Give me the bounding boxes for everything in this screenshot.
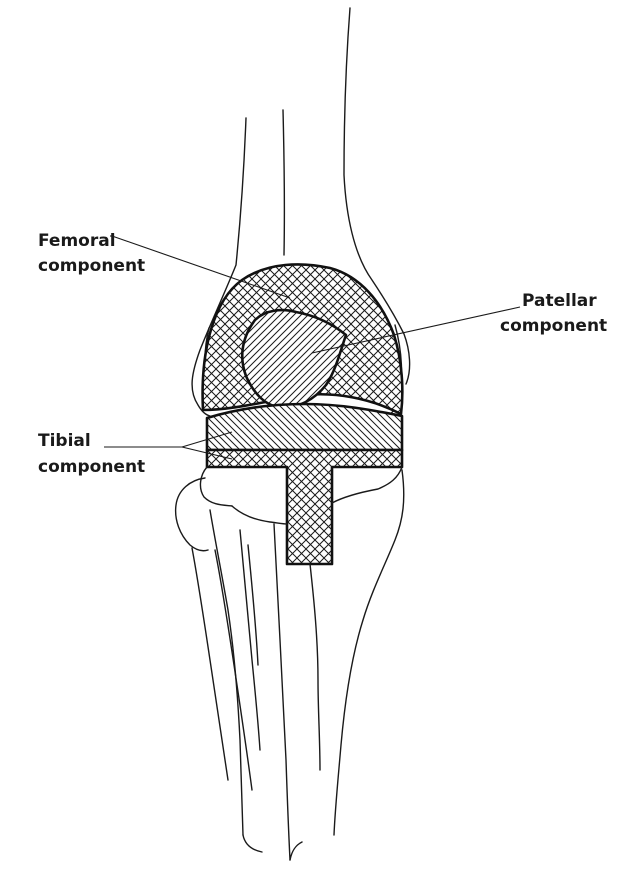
tibial-baseplate [207,450,402,564]
tibial-insert [207,404,402,450]
femur-inner-left-edge [283,110,284,255]
patellar-label: Patellar component [500,291,607,336]
fibula-inner-line-3 [248,545,258,665]
tibial-tuberosity-line [232,506,287,524]
patellar-label-line1: Patellar [522,291,597,311]
fibula-head [176,478,208,551]
femoral-label: Femoral component [38,231,145,276]
tibia-left-shaft [210,510,243,835]
tibial-label: Tibial component [38,431,145,477]
tibial-label-line2: component [38,457,145,477]
fibula [176,478,290,860]
tibial-label-line1: Tibial [38,431,91,451]
tibia-front-line [274,524,290,860]
tibia-right-shaft [334,470,404,835]
femoral-label-line1: Femoral [38,231,116,251]
tibia-lower-outline [243,835,302,860]
tibia-inner-ridge [310,564,320,770]
femoral-label-line2: component [38,256,145,276]
patellar-label-line2: component [500,316,607,336]
fibula-inner-shaft [215,550,252,790]
